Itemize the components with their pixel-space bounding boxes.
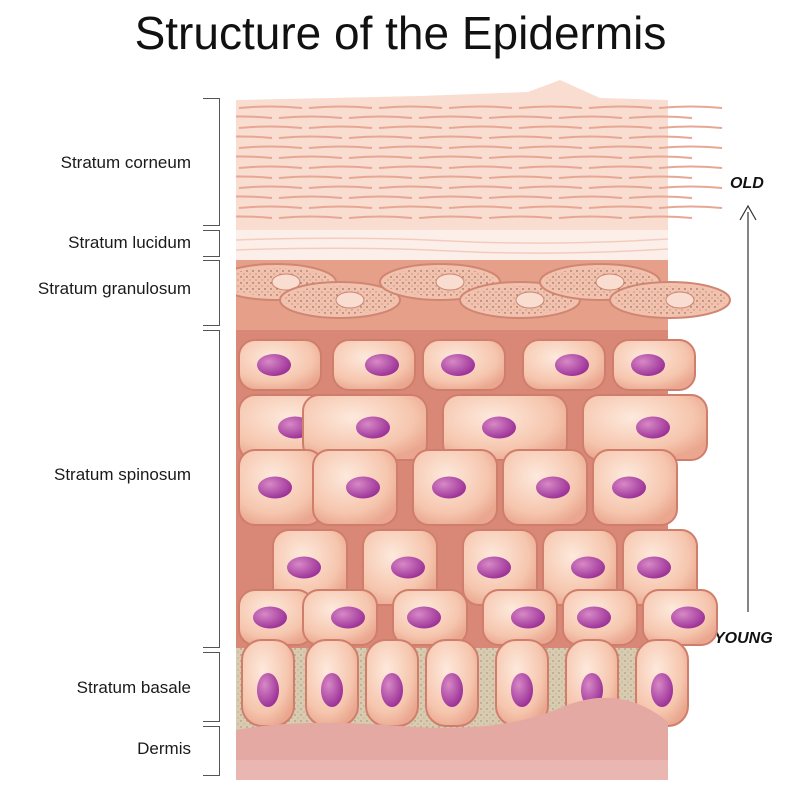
stratum-lucidum-layer (236, 230, 668, 260)
cell-nucleus (555, 354, 589, 376)
cell-nucleus (258, 477, 292, 499)
cell-nucleus (257, 354, 291, 376)
cell-nucleus (637, 557, 671, 579)
cell-nucleus (356, 417, 390, 439)
cell-nucleus (432, 477, 466, 499)
cell-nucleus (441, 354, 475, 376)
cell-nucleus (511, 607, 545, 629)
cell-nucleus (536, 477, 570, 499)
corneum-cell (659, 167, 722, 169)
cell-nucleus (577, 607, 611, 629)
spinosum-cells (239, 340, 717, 645)
corneum-cell (659, 207, 722, 209)
cell-nucleus (346, 477, 380, 499)
cell-nucleus (407, 607, 441, 629)
corneum-cell (659, 127, 722, 129)
cell-nucleus (612, 477, 646, 499)
cell-nucleus (631, 354, 665, 376)
cell-nucleus (253, 607, 287, 629)
cell-nucleus (651, 673, 673, 707)
cell-nucleus (636, 417, 670, 439)
cell-nucleus (257, 673, 279, 707)
cell-nucleus (391, 557, 425, 579)
cell-nucleus (571, 557, 605, 579)
cell-nucleus (671, 607, 705, 629)
cell-nucleus (287, 557, 321, 579)
cell-nucleus (321, 673, 343, 707)
corneum-cell (659, 187, 722, 189)
cell-nucleus (441, 673, 463, 707)
corneum-cell (659, 107, 722, 109)
cell-nucleus (331, 607, 365, 629)
cell-nucleus (482, 417, 516, 439)
cell-nucleus (381, 673, 403, 707)
cell-nucleus (511, 673, 533, 707)
cell-nucleus (365, 354, 399, 376)
corneum-cell (659, 147, 722, 149)
cell-nucleus (477, 557, 511, 579)
